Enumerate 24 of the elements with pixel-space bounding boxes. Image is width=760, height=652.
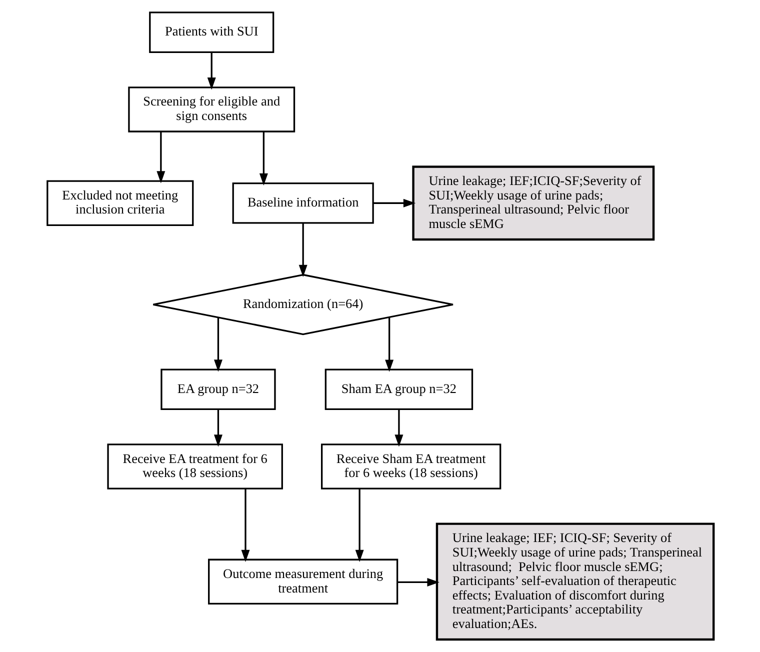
node-box: Screening for eligible and sign consents bbox=[128, 86, 295, 132]
node-box: Receive Sham EA treatment for 6 weeks (18 sessions) bbox=[320, 444, 501, 490]
node-box: Patients with SUI bbox=[148, 12, 274, 53]
arrow bbox=[213, 409, 222, 447]
arrow bbox=[384, 317, 394, 372]
arrow bbox=[394, 409, 403, 447]
arrow bbox=[206, 52, 216, 90]
node-box: Baseline information bbox=[232, 182, 374, 224]
node-box: Urine leakage; IEF; ICIQ-SF; Severity of SUI;Weekly usage of urine pads; Transperineal ultrasound; Pelvic floor muscle sEMG; Participants’ self-evaluation of therapeutic effects; Evaluation of discomfort during treatment;Participants’ acceptability evaluation;AEs. bbox=[435, 522, 714, 641]
arrow bbox=[258, 132, 268, 186]
arrow bbox=[354, 488, 364, 562]
arrow bbox=[298, 223, 307, 278]
node-box: Receive EA treatment for 6 weeks (18 sessions) bbox=[106, 444, 282, 490]
node-box: Sham EA group n=32 bbox=[324, 368, 473, 410]
arrow bbox=[156, 132, 165, 184]
arrow bbox=[213, 318, 222, 372]
arrow bbox=[372, 198, 416, 208]
node-box: EA group n=32 bbox=[160, 368, 276, 410]
node-box: Outcome measurement during treatment bbox=[208, 558, 398, 605]
node-box: Urine leakage; IEF;ICIQ-SF;Severity of SUI;Weekly usage of urine pads; Transperineal ultrasound; Pelvic floor muscle sEMG bbox=[412, 166, 654, 241]
arrow bbox=[240, 488, 250, 562]
node-box: Excluded not meeting inclusion criteria bbox=[46, 180, 194, 226]
arrow bbox=[397, 578, 439, 586]
node-diamond: Randomization (n=64) bbox=[152, 274, 454, 336]
